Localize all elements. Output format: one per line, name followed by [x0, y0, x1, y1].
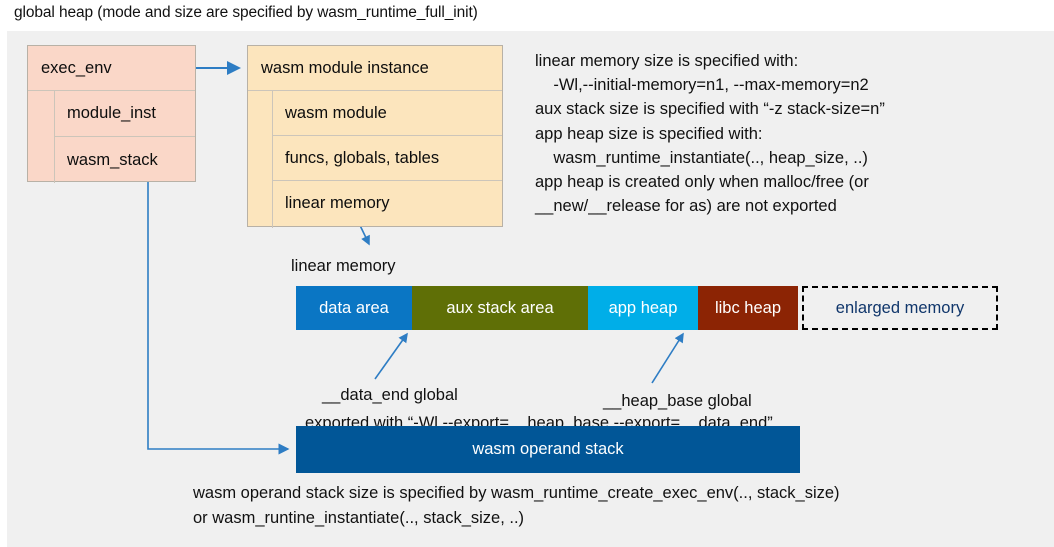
wasm-module-instance-box: wasm module instance wasm module funcs, …: [247, 45, 503, 228]
module-instance-field-wasm-module: wasm module: [273, 91, 502, 136]
wasm-module-instance-header: wasm module instance: [248, 46, 502, 91]
page-title: global heap (mode and size are specified…: [14, 4, 478, 21]
exec-env-gutter: [28, 91, 55, 183]
linear-memory-caption: linear memory: [291, 257, 396, 275]
memory-segment-data-area: data area: [296, 286, 412, 330]
module-instance-field-funcs-globals-tables: funcs, globals, tables: [273, 136, 502, 181]
exec-env-field-module-inst: module_inst: [55, 91, 195, 137]
exec-env-header: exec_env: [28, 46, 195, 91]
diagram-canvas: exec_env module_inst wasm_stack wasm mod…: [7, 31, 1054, 547]
module-instance-field-linear-memory: linear memory: [285, 194, 390, 212]
wasm-operand-stack-note: wasm operand stack size is specified by …: [193, 484, 840, 527]
annotation-data-end: __data_end global: [322, 386, 458, 404]
exec-env-box: exec_env module_inst wasm_stack: [27, 45, 196, 183]
memory-segment-app-heap: app heap: [588, 286, 698, 330]
memory-segment-enlarged-memory: enlarged memory: [802, 286, 998, 330]
memory-segment-aux-stack-area: aux stack area: [412, 286, 588, 330]
wasm-module-instance-gutter: [248, 91, 273, 228]
annotation-heap-base: __heap_base global: [603, 392, 752, 410]
linear-memory-bar: data area aux stack area app heap libc h…: [296, 286, 998, 330]
wasm-operand-stack-box: wasm operand stack: [296, 426, 800, 473]
exec-env-field-wasm-stack: wasm_stack: [67, 150, 158, 169]
linear-memory-notes: linear memory size is specified with: -W…: [535, 52, 885, 216]
memory-segment-libc-heap: libc heap: [698, 286, 798, 330]
